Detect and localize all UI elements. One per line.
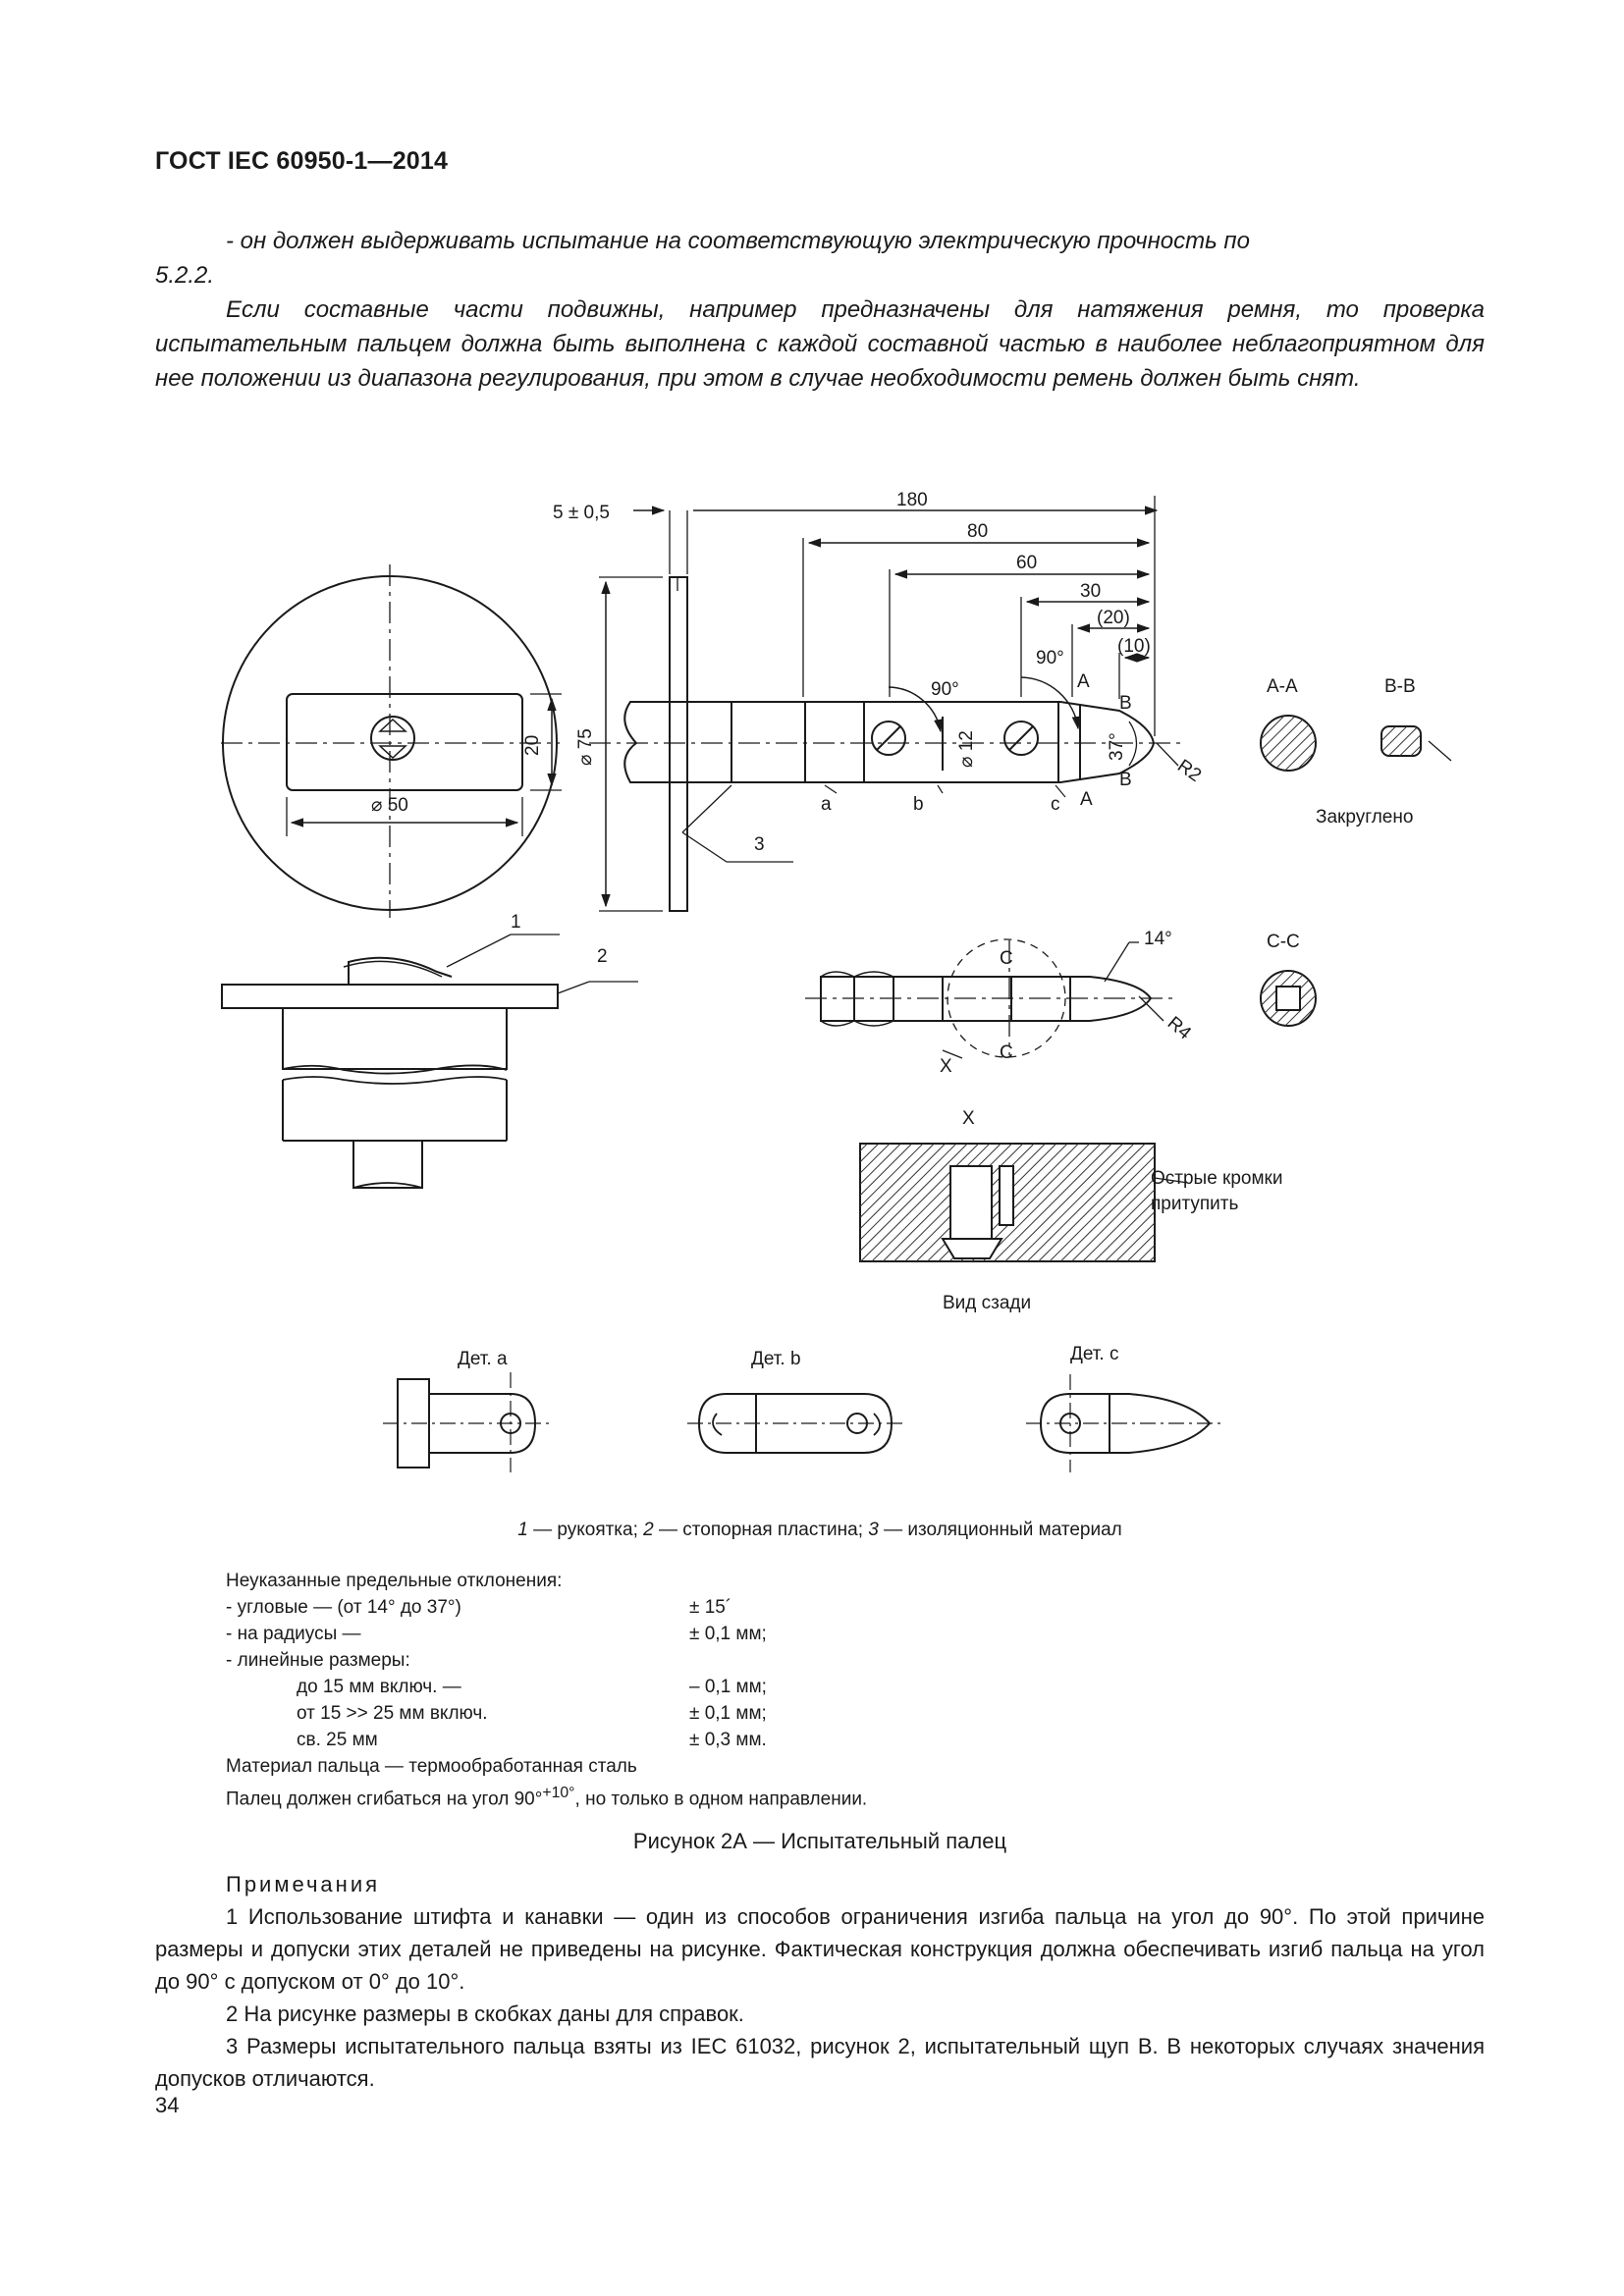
tolerance-label: - на радиусы — (226, 1624, 361, 1644)
figure-caption: Рисунок 2А — Испытательный палец (632, 1829, 1007, 1853)
dim-r4: R4 (1164, 1013, 1195, 1044)
view-x-label: X (962, 1108, 975, 1129)
legend-text-3: — изоляционный материал (878, 1520, 1122, 1540)
bend-note-b: , но только в одном направлении. (574, 1789, 868, 1810)
dim-80: 80 (967, 521, 988, 542)
page-number: 34 (155, 2093, 180, 2117)
sharp-edges-line-1: Острые кромки (1151, 1168, 1282, 1189)
label-a-bottom: A (1080, 789, 1093, 810)
notes-block: Примечания 1 Использование штифта и кана… (155, 1868, 1485, 2095)
section-bb-label: B-B (1384, 676, 1416, 697)
callout-3: 3 (754, 834, 765, 855)
center-mark-circle (370, 716, 415, 761)
bend-note-sup: +10° (542, 1785, 575, 1801)
tolerance-label: - линейные размеры: (226, 1650, 410, 1671)
rear-view-label: Вид сзади (943, 1293, 1031, 1313)
intro-paragraph-1-continuation: 5.2.2. (155, 262, 215, 289)
sharp-edges-line-2: притупить (1151, 1194, 1238, 1214)
note-1: 1 Использование штифта и канавки — один … (155, 1904, 1485, 1994)
dim-90-a: 90° (931, 679, 959, 700)
bend-note: Палец должен сгибаться на угол 90°+10°, … (226, 1780, 867, 1812)
tolerance-value: ± 0,3 мм. (689, 1730, 767, 1750)
dim-20-ref: (20) (1097, 608, 1130, 628)
dim-r2: R2 (1173, 756, 1205, 786)
legend-num-3: 3 (868, 1520, 879, 1540)
detail-label-a: a (821, 794, 832, 815)
figure-legend: 1 — рукоятка; 2 — стопорная пластина; 3 … (155, 1520, 1485, 1541)
intro-text: - он должен выдерживать испытание на соо… (155, 224, 1485, 396)
legend-num-2: 2 (643, 1520, 654, 1540)
detail-label-c: c (1051, 794, 1060, 815)
tolerance-value: ± 0,1 мм; (689, 1703, 767, 1724)
section-cc-label: C-C (1267, 932, 1300, 952)
dim-30: 30 (1080, 581, 1101, 602)
tolerance-value: – 0,1 мм; (689, 1677, 767, 1697)
dim-60: 60 (1016, 553, 1037, 573)
label-b-top: B (1119, 693, 1132, 714)
detail-b-shape (697, 1393, 893, 1454)
legend-num-1: 1 (517, 1520, 528, 1540)
dim-75: ⌀ 75 (575, 728, 596, 766)
label-c-bottom: C (1000, 1042, 1013, 1063)
tolerance-label: от 15 >> 25 мм включ. (297, 1703, 488, 1724)
dim-14: 14° (1144, 929, 1172, 949)
detail-c-title: Дет. c (1070, 1344, 1118, 1364)
tolerance-heading: Неуказанные предельные отклонения: (226, 1571, 563, 1591)
legend-text-2: — стопорная пластина; (653, 1520, 869, 1540)
stop-plate-profile (669, 576, 688, 912)
label-c-top: C (1000, 948, 1013, 969)
tolerance-label: до 15 мм включ. — (297, 1677, 461, 1697)
detail-c-shape (1039, 1393, 1212, 1454)
material-note: Материал пальца — термообработанная стал… (226, 1756, 637, 1777)
note-3: 3 Размеры испытательного пальца взяты из… (155, 2034, 1485, 2091)
label-b-bottom: B (1119, 770, 1132, 790)
section-aa-label: A-A (1267, 676, 1298, 697)
tolerance-label: св. 25 мм (297, 1730, 378, 1750)
dim-90-b: 90° (1036, 648, 1064, 668)
dim-12: ⌀ 12 (956, 730, 977, 768)
legend-text-1: — рукоятка; (527, 1520, 644, 1540)
note-2: 2 На рисунке размеры в скобках даны для … (226, 2002, 744, 2026)
rounded-label: Закруглено (1316, 807, 1413, 828)
dim-180: 180 (896, 490, 928, 510)
intro-paragraph-1: - он должен выдерживать испытание на соо… (226, 228, 1250, 254)
detail-a-title: Дет. a (458, 1349, 508, 1369)
label-x-marker: X (940, 1056, 952, 1077)
stop-face-rect (286, 693, 523, 791)
tolerance-value: ± 15´ (689, 1597, 732, 1618)
notes-heading: Примечания (226, 1872, 381, 1896)
intro-paragraph-2: Если составные части подвижны, например … (155, 296, 1485, 392)
dim-50: ⌀ 50 (371, 795, 408, 816)
stop-plate-side (221, 984, 559, 1009)
dim-20: 20 (522, 735, 543, 756)
callout-1: 1 (511, 912, 521, 933)
callout-2: 2 (597, 946, 608, 967)
tolerance-value: ± 0,1 мм; (689, 1624, 767, 1644)
detail-label-b: b (913, 794, 924, 815)
test-finger-drawing: 5 ± 0,5 180 80 60 30 (20) (10) 90° 90° ⌀… (221, 490, 1452, 1472)
dim-5: 5 ± 0,5 (553, 503, 610, 523)
detail-b-title: Дет. b (751, 1349, 801, 1369)
label-a-top: A (1077, 671, 1090, 692)
tolerance-label: - угловые — (от 14° до 37°) (226, 1597, 461, 1618)
bend-note-a: Палец должен сгибаться на угол 90° (226, 1789, 543, 1810)
finger-body-outline (623, 701, 1156, 783)
document-header: ГОСТ IEC 60950-1—2014 (155, 147, 449, 175)
dim-10-ref: (10) (1117, 636, 1151, 657)
dim-37: 37° (1107, 732, 1127, 761)
